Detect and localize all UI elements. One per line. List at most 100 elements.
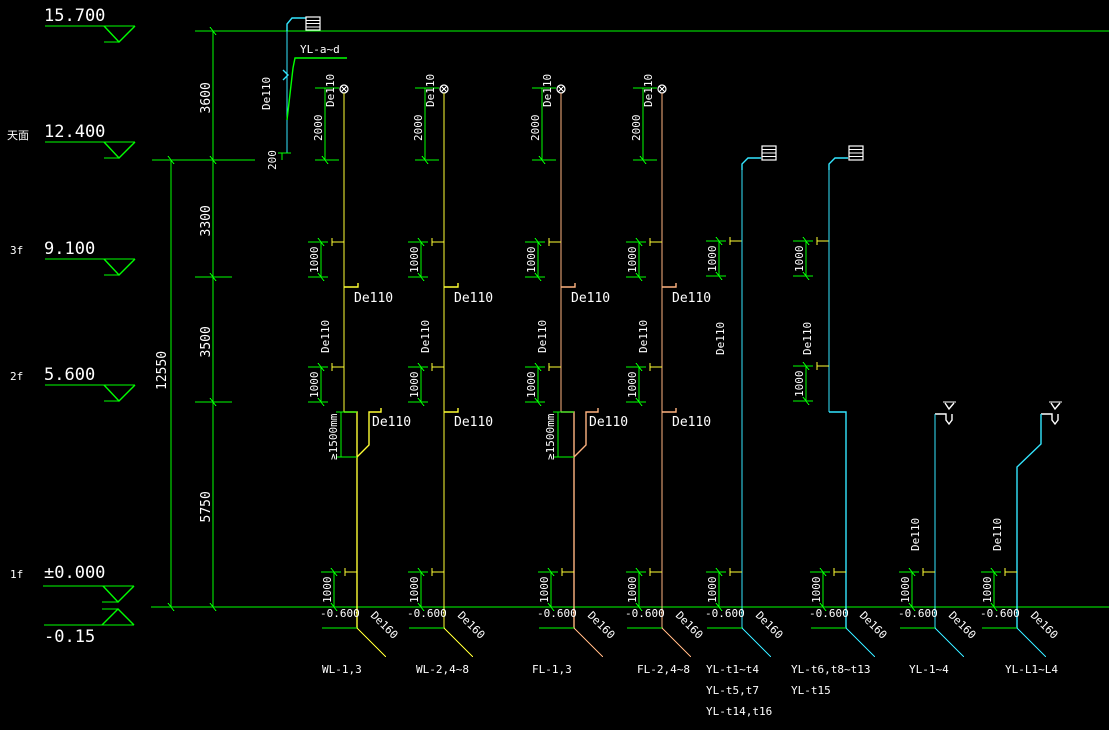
outlet-size: De160 xyxy=(455,609,488,642)
dimension-tick xyxy=(534,397,542,407)
elevation-value: 9.100 xyxy=(44,239,95,259)
outlet-size: De160 xyxy=(585,609,618,642)
elevation-value: 15.700 xyxy=(44,6,105,26)
rain-pipe xyxy=(1016,414,1042,628)
dimension-tick xyxy=(330,567,338,577)
checkpoint-dim-value: 1000 xyxy=(706,246,719,273)
dimension-tick xyxy=(209,272,217,282)
dimension-tick xyxy=(534,272,542,282)
elevation-markers: 15.70012.400天面9.1003f5.6002f±0.0001f-0.1… xyxy=(7,6,136,647)
branch-size: De110 xyxy=(354,291,393,306)
offset-dim-value: ≥1500mm xyxy=(544,413,557,460)
dimension-tick xyxy=(317,272,325,282)
outlet-size: De160 xyxy=(857,609,890,642)
vent-pipe-top xyxy=(286,17,306,31)
branch-pipe xyxy=(444,283,459,288)
offset-dim-value: ≥1500mm xyxy=(327,413,340,460)
vent-dim-value: 2000 xyxy=(529,115,542,142)
elevation-marker: ±0.000 1f xyxy=(10,563,135,604)
leader-line xyxy=(286,57,347,121)
checkpoint-dim-value: 1000 xyxy=(981,577,994,604)
offset-branch xyxy=(356,408,382,458)
dimension-tick xyxy=(534,362,542,372)
floor-label: 天面 xyxy=(7,129,29,142)
dimension-tick xyxy=(417,272,425,282)
branch-size: De110 xyxy=(454,291,493,306)
vent-cap-mark xyxy=(557,85,565,93)
stack-size: De110 xyxy=(991,518,1004,551)
dimension-tick xyxy=(908,602,916,612)
system-label: WL-1,3 xyxy=(322,663,362,676)
outlet-pipe xyxy=(845,627,876,658)
elevation-triangle xyxy=(103,25,136,44)
dimension-tick xyxy=(209,397,217,407)
dimension-tick xyxy=(802,361,810,371)
dimension-tick xyxy=(639,155,647,165)
dimension-tick xyxy=(990,602,998,612)
dimension-tick xyxy=(417,567,425,577)
branch-pipe xyxy=(561,283,576,288)
outlet-pipe xyxy=(741,627,772,658)
dimension-tick xyxy=(317,362,325,372)
dimension-tick xyxy=(417,237,425,247)
dimension-tick xyxy=(819,602,827,612)
dimension-tick xyxy=(417,362,425,372)
elevation-marker: 12.400 天面 xyxy=(7,122,136,160)
elevation-marker: -0.15 xyxy=(44,608,135,647)
outlet-size: De160 xyxy=(753,609,786,642)
dimension-tick xyxy=(330,602,338,612)
branch-size: De110 xyxy=(672,291,711,306)
dimension-tick xyxy=(990,567,998,577)
checkpoint-dim-value: 1000 xyxy=(525,247,538,274)
dimension-tick xyxy=(635,567,643,577)
p-trap-icon xyxy=(1041,413,1059,426)
system-label: FL-2,4~8 xyxy=(637,663,690,676)
checkpoint-dim-value: 1000 xyxy=(308,372,321,399)
system-label: FL-1,3 xyxy=(532,663,572,676)
dimension-tick xyxy=(321,155,329,165)
elevation-triangle xyxy=(103,141,136,160)
dim-segment-value: 3300 xyxy=(199,205,214,236)
elevation-triangle xyxy=(103,258,136,277)
dimension-tick xyxy=(635,237,643,247)
outlet-pipe xyxy=(573,627,604,658)
elevation-value: 12.400 xyxy=(44,122,105,142)
floor-label: 1f xyxy=(10,568,23,581)
dimension-tick xyxy=(547,602,555,612)
dimension-tick xyxy=(802,236,810,246)
dimension-tick xyxy=(317,397,325,407)
vent-cap-mark xyxy=(440,85,448,93)
outlet-elevation: -0.600 xyxy=(809,607,849,620)
outlet-pipe xyxy=(661,627,692,658)
branch-size: De110 xyxy=(454,415,493,430)
outlet-elevation: -0.600 xyxy=(898,607,938,620)
stack-size: De110 xyxy=(642,74,655,107)
elevation-triangle xyxy=(101,608,135,626)
elevation-value: ±0.000 xyxy=(44,563,105,583)
outlet-elevation: -0.600 xyxy=(625,607,665,620)
offset-pipe xyxy=(344,411,358,628)
checkpoint-dim-value: 1000 xyxy=(408,577,421,604)
dim-segment-value: 3500 xyxy=(199,326,214,357)
system-label: YL-t14,t16 xyxy=(706,705,772,718)
dimension-tick xyxy=(417,397,425,407)
dim-total-value: 12550 xyxy=(155,351,170,390)
vent-cap-mark xyxy=(658,85,666,93)
dimension-tick xyxy=(819,567,827,577)
vent-dim-value: 2000 xyxy=(412,115,425,142)
stack-size: De110 xyxy=(714,322,727,355)
rain-pipe-jog xyxy=(829,411,847,628)
outlet-size: De160 xyxy=(946,609,979,642)
system-label: YL-t5,t7 xyxy=(706,684,759,697)
elevation-value: -0.15 xyxy=(44,627,95,647)
outlet-elevation: -0.600 xyxy=(320,607,360,620)
checkpoint-dim-value: 1000 xyxy=(626,247,639,274)
checkpoint-dim-value: 1000 xyxy=(810,577,823,604)
